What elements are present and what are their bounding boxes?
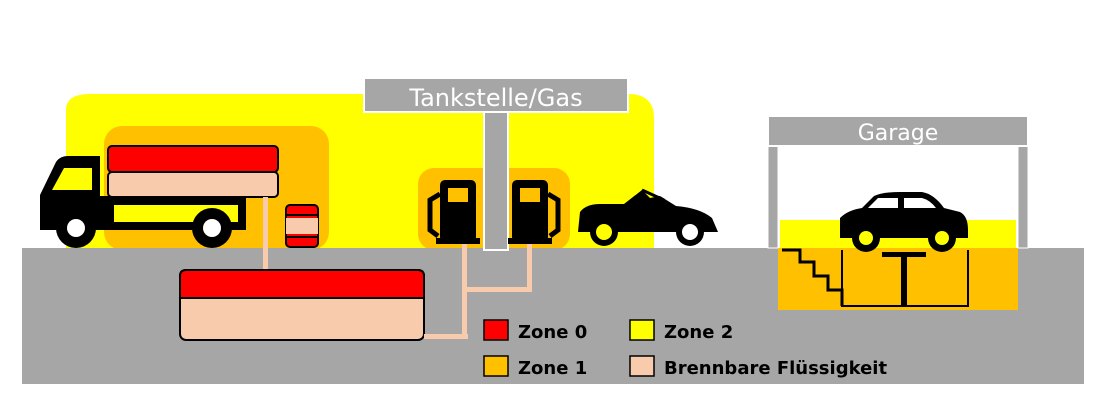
car-icon: [840, 192, 968, 252]
fuel-pump-icon: [508, 180, 561, 244]
car-lift-icon: [882, 252, 926, 306]
legend-label: Zone 2: [664, 322, 733, 343]
truck-icon: [40, 156, 246, 248]
legend-label: Brennbare Flüssigkeit: [664, 358, 887, 379]
legend-swatch: [629, 319, 655, 341]
station-sign: Tankstelle/Gas: [363, 77, 629, 113]
legend-item-zone0: Zone 0: [483, 319, 587, 343]
legend-label: Zone 1: [518, 358, 587, 379]
supply-pipes: [424, 242, 532, 339]
legend: Zone 0 Zone 2 Zone 1 Brennbare Flüssigke…: [483, 319, 887, 379]
station-pillar: [483, 109, 509, 251]
truck-tank: [107, 145, 279, 198]
legend-item-liquid: Brennbare Flüssigkeit: [629, 355, 887, 379]
underground-tank: [179, 269, 425, 341]
legend-item-zone2: Zone 2: [629, 319, 733, 343]
legend-item-zone1: Zone 1: [483, 355, 587, 379]
sports-car-icon: [578, 188, 718, 246]
fuel-pump-icon: [427, 180, 480, 244]
pit-stairs: [782, 248, 844, 306]
garage: Garage: [767, 115, 1029, 310]
zone1-area-pit: [778, 248, 1018, 310]
legend-swatch: [629, 355, 655, 377]
garage-sign-label: Garage: [858, 121, 939, 146]
legend-swatch: [483, 319, 509, 341]
legend-swatch: [483, 355, 509, 377]
barrel-icon: [285, 204, 319, 248]
station-sign-label: Tankstelle/Gas: [408, 84, 582, 112]
fill-pipe: [263, 197, 268, 301]
legend-label: Zone 0: [518, 322, 587, 343]
